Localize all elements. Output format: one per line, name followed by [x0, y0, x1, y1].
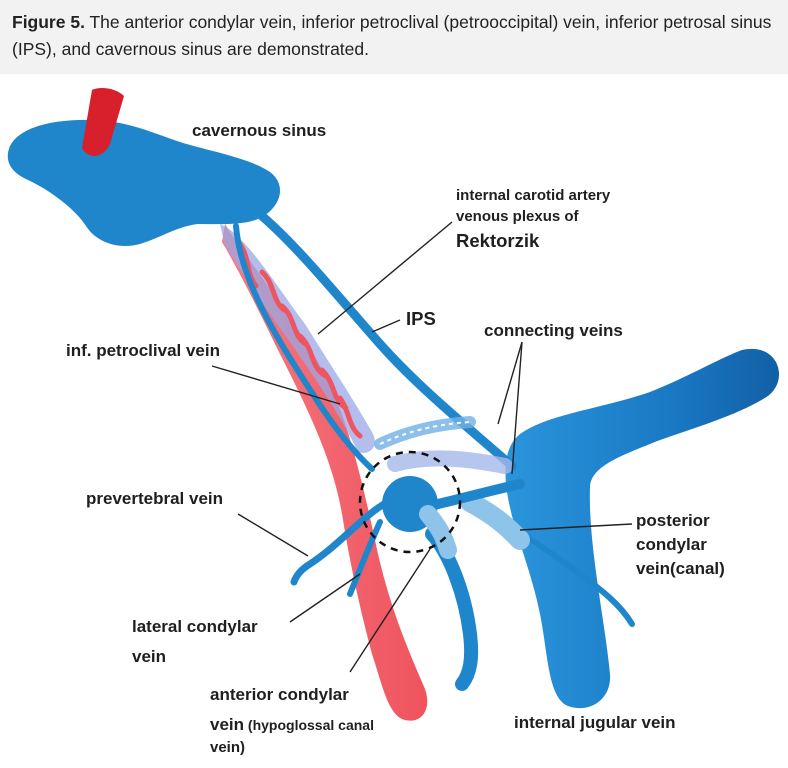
label-anterior-condylar-line1: anterior condylar — [210, 685, 349, 704]
figure-caption: Figure 5. The anterior condylar vein, in… — [0, 0, 788, 74]
anterior-condylar-note: (hypoglossal canal — [244, 717, 374, 733]
inferior-petroclival-vein — [233, 223, 375, 472]
internal-carotid-artery — [222, 224, 428, 721]
label-ica-plexus-line2: venous plexus of — [456, 208, 579, 225]
inferior-petrosal-sinus — [257, 211, 517, 471]
label-lateral-condylar-line1: lateral condylar — [132, 617, 258, 636]
label-anterior-condylar-line3: vein) — [210, 739, 246, 756]
label-posterior-condylar-line3: vein(canal) — [636, 559, 725, 578]
posterior-condylar-connection — [433, 479, 525, 509]
carotid-artery-upper — [82, 88, 124, 156]
label-internal-jugular-vein: internal jugular vein — [514, 713, 676, 732]
anterior-condylar-vein-word: vein — [210, 715, 245, 734]
label-cavernous-sinus: cavernous sinus — [192, 121, 327, 140]
label-lateral-condylar-line2: vein — [132, 647, 167, 666]
vein-diagram — [7, 88, 780, 721]
label-ica-plexus-line3: Rektorzik — [456, 230, 540, 251]
label-posterior-condylar-line2: condylar — [636, 535, 707, 554]
label-anterior-condylar-line2: vein (hypoglossal canal — [210, 714, 374, 736]
label-posterior-condylar-line1: posterior — [636, 511, 710, 530]
prevertebral-vein — [290, 500, 388, 586]
label-ips: IPS — [406, 308, 436, 329]
anatomical-illustration: cavernous sinus internal carotid artery … — [0, 74, 788, 768]
leader-lines — [211, 221, 633, 673]
posterior-condylar-canal — [460, 492, 530, 550]
internal-jugular-vein-shape — [505, 348, 780, 709]
hypoglossal-canal — [419, 505, 457, 559]
connecting-veins — [374, 416, 513, 474]
label-inf-petroclival-vein: inf. petroclival vein — [66, 341, 220, 360]
label-connecting-veins: connecting veins — [484, 321, 623, 340]
caption-text: The anterior condylar vein, inferior pet… — [12, 12, 772, 59]
figure-label: Figure 5. — [12, 12, 85, 32]
lateral-condylar-vein — [347, 519, 383, 597]
confluence-dashed-circle — [358, 450, 462, 554]
label-prevertebral-vein: prevertebral vein — [86, 489, 224, 508]
cavernous-sinus-shape — [7, 119, 281, 246]
label-ica-plexus-line1: internal carotid artery — [456, 187, 611, 204]
